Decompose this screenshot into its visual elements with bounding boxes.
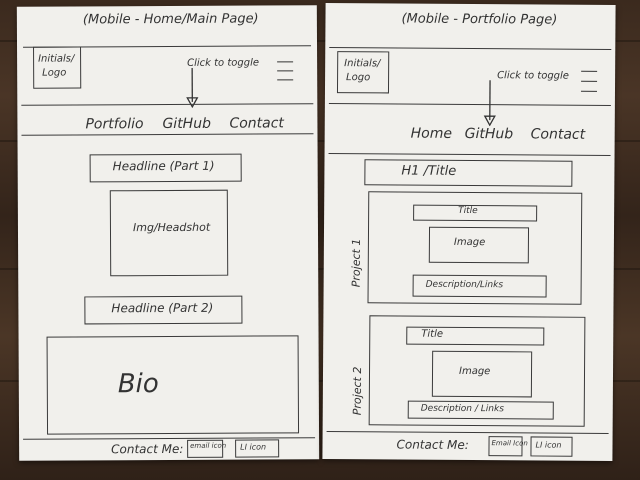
divider [329,47,612,50]
nav-github[interactable]: GitHub [464,125,514,143]
project-label: Project 1 [349,238,363,288]
headline-1: Headline (Part 1) [89,153,242,183]
bio-section: Bio [46,335,300,435]
headline-2: Headline (Part 2) [84,295,243,325]
project-card: Title Image Description/Links [367,191,583,305]
divider [21,103,314,106]
sketch-portfolio-page: (Mobile - Portfolio Page) Initials/ Logo… [322,2,616,462]
email-icon[interactable]: email icon [187,439,226,458]
nav-home[interactable]: Home [410,125,453,142]
headshot-image: Img/Headshot [109,189,229,277]
page-title: H1 /Title [364,159,573,187]
hamburger-icon[interactable] [275,57,297,85]
sheet-title: (Mobile - Home/Main Page) [82,11,259,28]
nav-contact[interactable]: Contact [229,115,284,132]
email-icon[interactable]: Email Icon [488,436,528,457]
project-title: Title [406,326,545,346]
linkedin-icon[interactable]: LI icon [235,439,280,458]
toggle-arrow [483,80,497,130]
wood-grain [0,268,640,270]
project-title: Title [413,204,538,222]
divider [328,153,611,156]
sheet-title: (Mobile - Portfolio Page) [401,11,558,28]
contact-label: Contact Me: [111,441,184,457]
logo-text: Initials/ [38,53,75,65]
project-image: Image [428,226,530,264]
logo-text: Logo [42,67,67,79]
linkedin-icon[interactable]: LI icon [530,436,573,457]
wood-grain [0,380,640,382]
logo-box: Initials/ Logo [336,51,390,94]
divider [326,431,609,434]
project-label: Project 2 [350,366,365,416]
project-image: Image [431,350,533,398]
project-description: Description/Links [412,274,547,298]
sketch-home-page: (Mobile - Home/Main Page) Initials/ Logo… [16,5,320,461]
project-card: Title Image Description / Links [368,315,586,427]
toggle-note: Click to toggle [497,70,570,82]
toggle-arrow [185,67,199,112]
logo-box: Initials/ Logo [33,46,82,89]
nav-portfolio[interactable]: Portfolio [85,116,144,133]
wood-grain [0,140,640,142]
contact-label: Contact Me: [396,437,469,453]
nav-github[interactable]: GitHub [162,115,211,133]
project-description: Description / Links [407,400,554,420]
hamburger-icon[interactable] [579,67,601,97]
wood-grain [0,40,640,42]
divider [21,133,314,136]
divider [328,103,611,106]
nav-contact[interactable]: Contact [530,126,586,143]
